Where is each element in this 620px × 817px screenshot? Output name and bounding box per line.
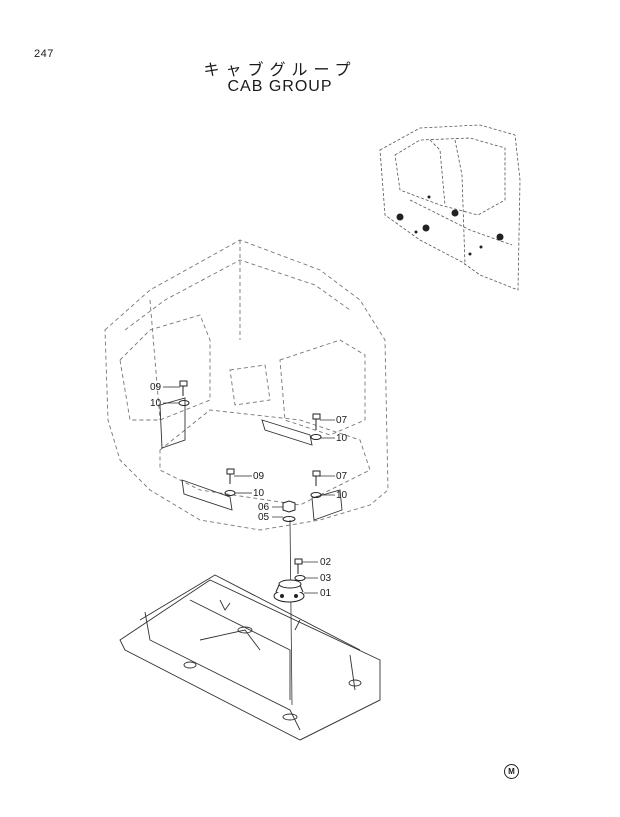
callout-09: 09 — [253, 471, 265, 482]
nut-icon — [282, 500, 296, 522]
cab-body-outline — [104, 239, 389, 531]
bolt-icon — [294, 558, 303, 574]
page-title: CAB GROUP — [227, 78, 333, 95]
callout-10: 10 — [253, 488, 265, 499]
callout-01: 01 — [320, 588, 332, 599]
callout-07: 07 — [336, 415, 348, 426]
page-title-japanese: キャブグループ — [203, 60, 357, 79]
manufacturer-mark-icon: M — [504, 764, 519, 779]
callout-02: 02 — [320, 557, 332, 568]
callout-10: 10 — [336, 433, 348, 444]
bolt-icon — [179, 380, 321, 486]
base-frame — [119, 574, 381, 741]
callout-10: 10 — [336, 490, 348, 501]
callout-03: 03 — [320, 573, 332, 584]
washer-icon — [178, 400, 322, 498]
washer-icon — [294, 575, 306, 581]
page-number: 247 — [34, 48, 54, 60]
callout-07: 07 — [336, 471, 348, 482]
callout-05: 05 — [258, 512, 270, 523]
callout-09: 09 — [150, 382, 162, 393]
cab-mount — [273, 579, 305, 603]
cab-inset-view — [379, 124, 521, 291]
inset-mount-markers — [396, 195, 504, 256]
callout-06: 06 — [258, 502, 270, 513]
leader-lines — [163, 386, 335, 594]
callout-10: 10 — [150, 398, 162, 409]
mount-axis-line — [289, 519, 293, 706]
cab-floor-panels — [159, 397, 343, 521]
